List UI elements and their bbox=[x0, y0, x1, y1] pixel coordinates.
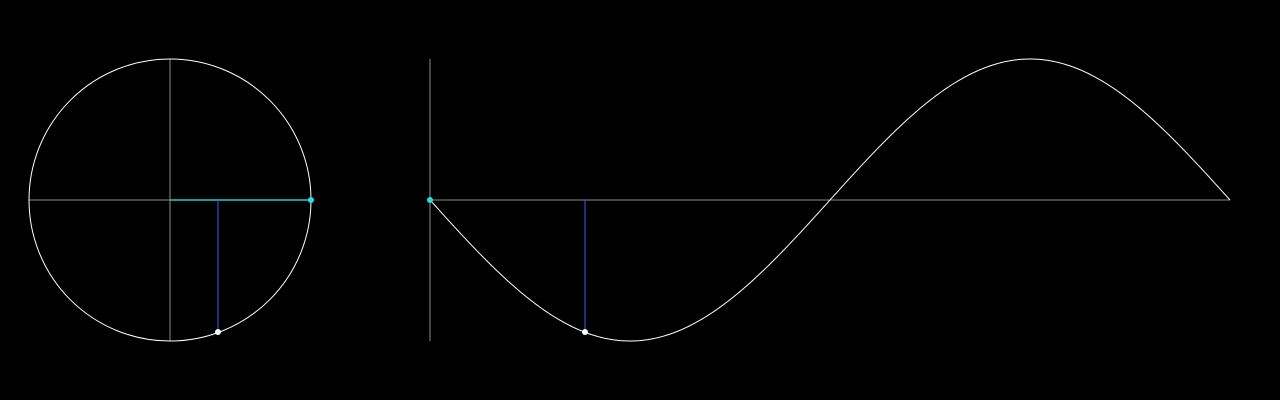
wave-moving-point bbox=[582, 329, 588, 335]
unit-circle-panel bbox=[28, 58, 314, 342]
circle-moving-point bbox=[215, 329, 221, 335]
sine-wave-curve bbox=[429, 58, 1231, 342]
wave-start-point bbox=[427, 197, 433, 203]
sine-wave-panel bbox=[427, 58, 1231, 342]
circle-start-point bbox=[308, 197, 314, 203]
